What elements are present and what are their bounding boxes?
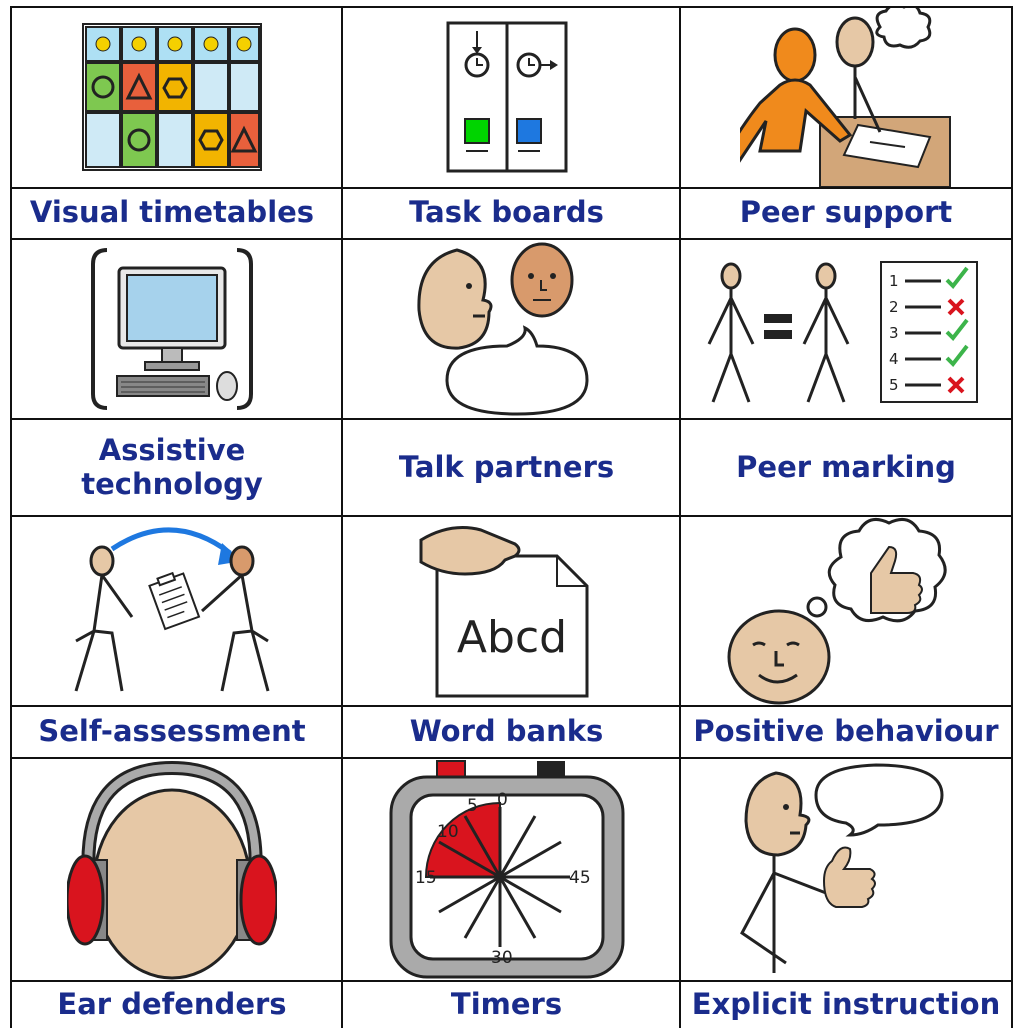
word-card-text: Abcd [456,612,566,663]
label-peer-support: Peer support [739,195,953,230]
grid-line [10,757,1013,759]
picture-cell-ear-defenders [12,759,332,981]
label-visual-timetables: Visual timetables [29,195,315,230]
grid-line [10,6,1013,8]
checklist-number: 1 [889,272,899,290]
label-assistive-technology: Assistive technology [81,433,263,501]
label-explicit-instruction: Explicit instruction [691,987,1001,1022]
label-self-assessment: Self-assessment [38,714,306,749]
speaking-person-icon [740,762,944,973]
picture-cell-peer-support [681,7,1011,187]
timer-label-10: 10 [437,822,459,842]
thumbs-up-thought-icon [727,517,947,705]
grid-line [679,6,681,1028]
checklist-number: 3 [889,324,899,342]
grid-line [10,705,1013,707]
word-card-icon: Abcd [419,526,588,698]
timer-label-30: 30 [491,948,513,968]
task-board-icon [446,21,567,173]
grid-line [10,6,12,1028]
talk-partners-icon [416,242,589,416]
picture-cell-visual-timetables [12,7,332,187]
checklist-number: 5 [889,376,899,394]
picture-cell-self-assessment [12,517,332,705]
self-assessment-icon [74,527,270,692]
label-ear-defenders: Ear defenders [57,987,287,1022]
checklist-number: 4 [889,350,899,368]
headphones-icon [67,760,277,980]
label-timers: Timers [450,987,563,1022]
grid-line [10,980,1013,982]
label-task-boards: Task boards [409,195,604,230]
grid-line [341,6,343,1028]
grid-line [10,515,1013,517]
picture-cell-assistive-technology [12,240,332,418]
checklist-number: 2 [889,298,899,316]
timer-label-0: 0 [497,790,508,810]
label-peer-marking: Peer marking [736,449,956,484]
peer-support-icon [740,7,951,187]
picture-cell-explicit-instruction [681,759,1011,981]
timer-label-45: 45 [569,868,591,888]
label-positive-behaviour: Positive behaviour [693,714,999,749]
picture-cell-positive-behaviour [681,517,1011,705]
picture-cell-talk-partners [343,240,670,418]
label-talk-partners: Talk partners [398,449,615,484]
grid-line [10,187,1013,189]
grid-line [1011,6,1013,1028]
visual-timetable-icon [82,23,262,171]
timer-icon: 0 5 10 15 30 45 [389,760,624,979]
picture-cell-word-banks: Abcd [343,517,670,705]
label-word-banks: Word banks [409,714,604,749]
computer-icon [91,248,253,410]
picture-cell-timers: 0 5 10 15 30 45 [343,759,670,981]
timer-label-5: 5 [467,796,478,816]
grid-line [10,418,1013,420]
timer-label-15: 15 [415,868,437,888]
peer-marking-icon: 1 2 3 4 5 [707,261,978,403]
grid-line [10,238,1013,240]
picture-cell-peer-marking: 1 2 3 4 5 [681,240,1011,418]
picture-cell-task-boards [343,7,670,187]
